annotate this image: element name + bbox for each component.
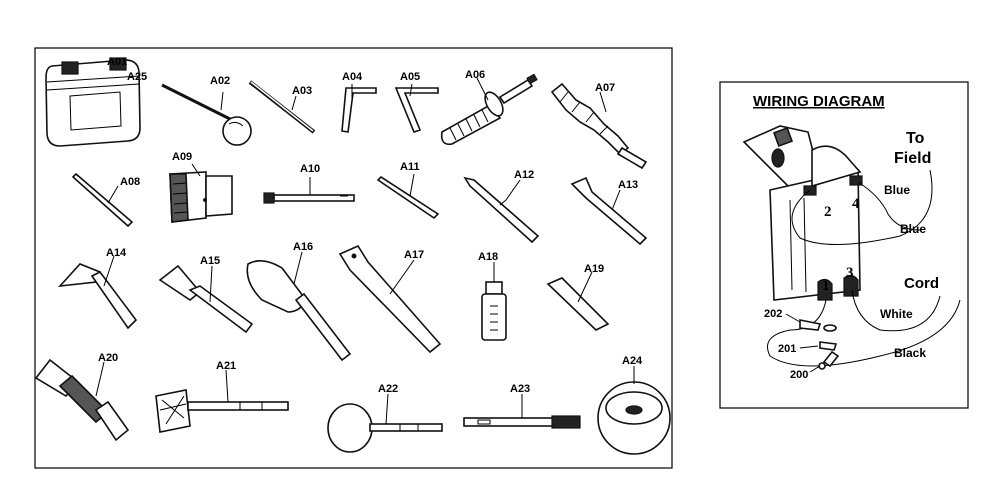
label-a09: A09 [172,151,192,163]
hex-key-small [394,83,439,133]
label-a18: A18 [478,251,498,263]
label-201: 201 [778,343,796,355]
label-a11: A11 [400,161,420,173]
label-a17: A17 [404,249,424,261]
label-a16: A16 [293,241,313,253]
label-a25: A25 [127,71,147,83]
label-white: White [880,307,913,321]
flat-chisel [570,176,648,246]
label-field: Field [894,150,931,167]
extension-bar [263,177,355,204]
dust-cup [597,366,671,455]
wide-chisel [158,264,254,334]
bush-hammer [155,369,289,433]
long-rod [248,80,316,134]
label-blue-lower: Blue [900,222,926,236]
terminal-hardware [785,313,840,373]
wiring-title: WIRING DIAGRAM [753,93,885,110]
label-202: 202 [764,308,782,320]
label-a05: A05 [400,71,420,83]
wire-blue-2 [791,169,933,246]
terminal-3: 3 [846,265,854,281]
label-a02: A02 [210,75,230,87]
terminal-4: 4 [852,196,860,212]
label-a20: A20 [98,352,118,364]
switch-body [742,125,863,301]
label-a14: A14 [106,247,127,259]
label-a15: A15 [200,255,220,267]
pin-spanner [338,244,442,354]
label-a19: A19 [584,263,604,275]
label-a13: A13 [618,179,638,191]
label-a23: A23 [510,383,530,395]
label-a07: A07 [595,82,615,94]
grease-tube [481,262,507,341]
clay-spade [246,251,352,362]
scaling-chisel [57,255,138,330]
label-a01: A01 [107,56,127,68]
label-black: Black [894,346,926,360]
label-a21: A21 [216,360,236,372]
pointed-chisel [463,176,540,244]
wire-blue-4 [857,181,921,231]
label-200: 200 [790,369,808,381]
label-cord: Cord [904,275,939,292]
slim-rod [376,173,440,220]
core-bit [169,163,233,223]
label-a12: A12 [514,169,534,181]
hammer-adapter [34,358,130,442]
ball-handle-tool [161,83,252,146]
label-to: To [906,130,925,147]
terminal-2: 2 [824,204,832,220]
hex-key-large [341,84,377,133]
auger-bit [550,82,648,170]
side-handle [440,73,538,146]
chisel-blade [546,271,610,331]
wire-black [767,299,961,367]
label-a08: A08 [120,176,140,188]
wire-white [851,289,941,332]
label-blue-upper: Blue [884,183,910,197]
label-a04: A04 [342,71,363,83]
label-a24: A24 [622,355,643,367]
tamping-plate [327,393,443,453]
label-a10: A10 [300,163,320,175]
label-a06: A06 [465,69,485,81]
label-a22: A22 [378,383,398,395]
shank-adapter [463,394,581,429]
terminal-1: 1 [822,278,830,294]
carrying-case [45,57,141,147]
label-a03: A03 [292,85,312,97]
pointed-chisel-thin [71,172,134,228]
